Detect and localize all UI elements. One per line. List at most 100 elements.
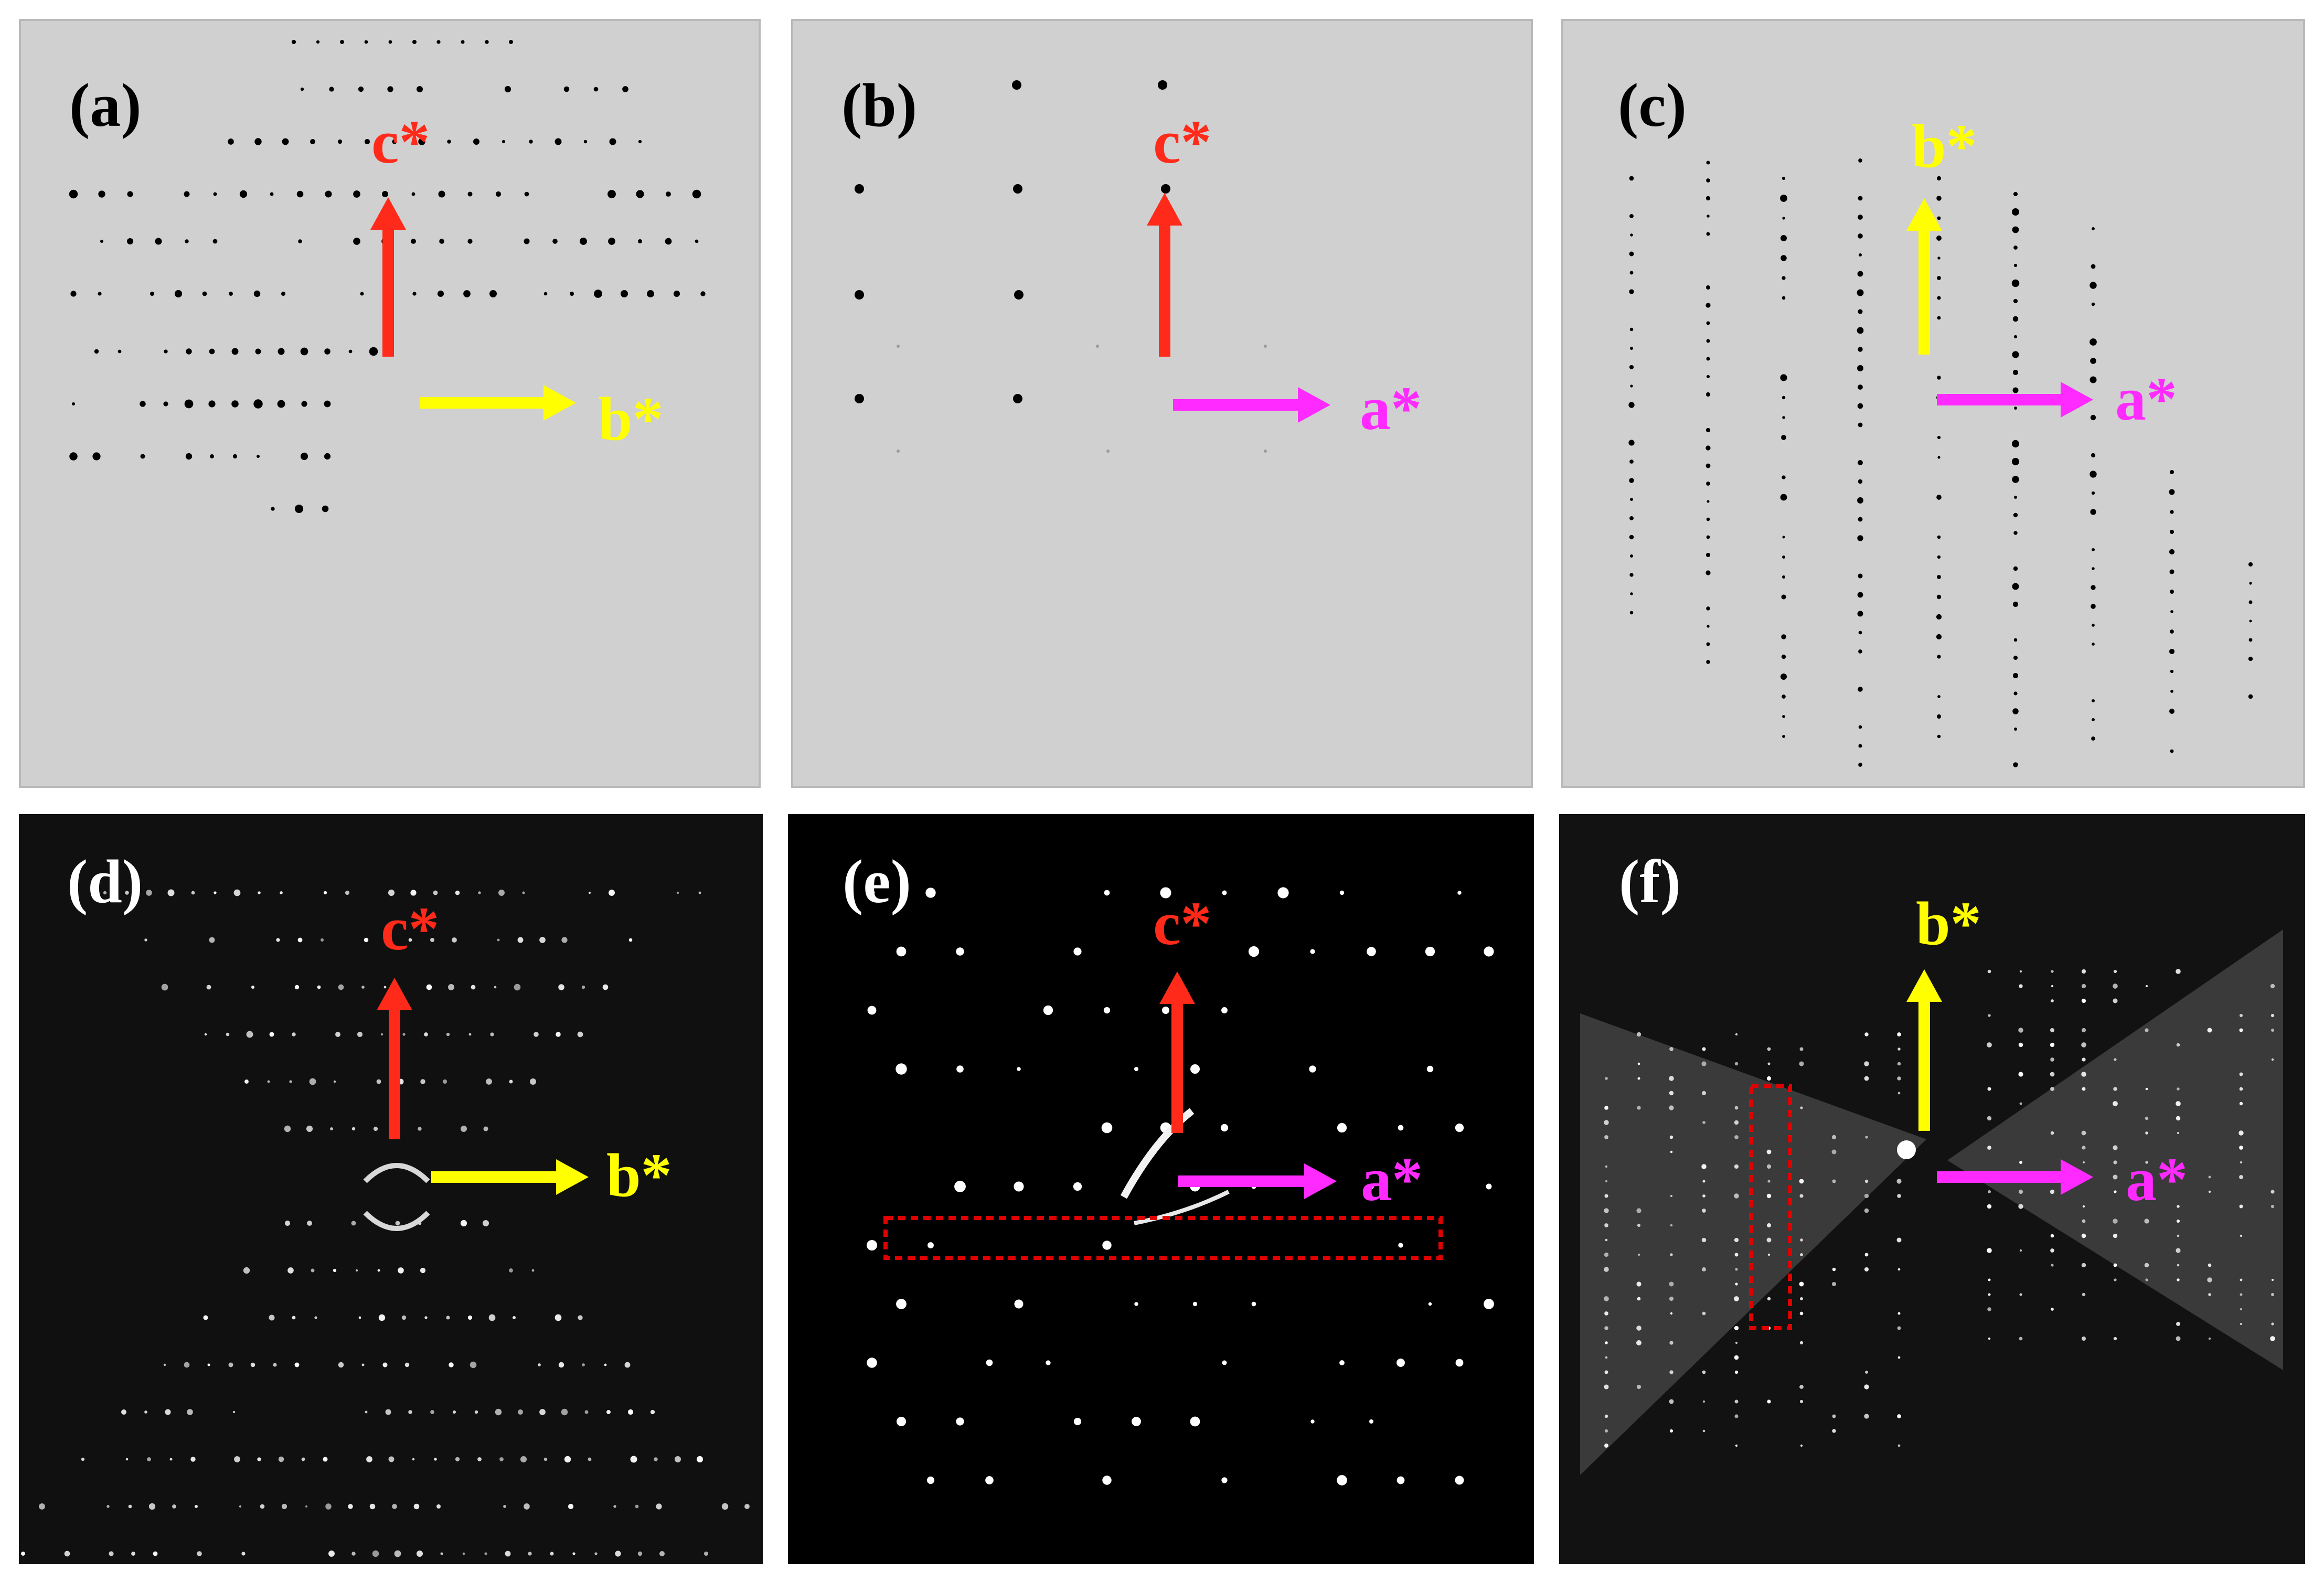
- diffraction-spot: [1670, 1253, 1673, 1256]
- diffraction-spot: [1221, 1007, 1228, 1013]
- diffraction-spot: [2248, 656, 2253, 661]
- diffraction-spot: [1864, 1384, 1869, 1389]
- diffraction-spot: [398, 1267, 404, 1274]
- diffraction-spot: [471, 985, 476, 990]
- diffraction-spot: [1630, 592, 1633, 595]
- diffraction-spot: [552, 239, 558, 244]
- diffraction-spot: [928, 1242, 934, 1248]
- diffraction-spot: [118, 349, 122, 354]
- diffraction-spot: [436, 40, 441, 44]
- diffraction-spot: [1857, 289, 1864, 296]
- diffraction-spot: [369, 347, 378, 356]
- diffraction-spot: [1734, 1355, 1739, 1360]
- a-axis-arrow-head: [1298, 387, 1330, 423]
- diffraction-spot: [324, 348, 331, 355]
- diffraction-spot: [2019, 1293, 2022, 1296]
- diffraction-spot: [1831, 1149, 1837, 1155]
- diffraction-spot: [1221, 1477, 1228, 1483]
- diffraction-spot: [1425, 946, 1435, 957]
- diffraction-spot: [1897, 1076, 1901, 1081]
- diffraction-spot: [954, 1181, 966, 1192]
- diffraction-spot: [70, 291, 77, 297]
- diffraction-spot: [1864, 1061, 1869, 1066]
- diffraction-spot: [467, 239, 473, 244]
- diffraction-spot: [273, 1363, 277, 1367]
- diffraction-spot: [615, 1551, 621, 1557]
- diffraction-spot: [1310, 949, 1315, 954]
- diffraction-spot: [1858, 479, 1863, 484]
- diffraction-spot: [1629, 554, 1634, 558]
- diffraction-spot: [1832, 1267, 1836, 1271]
- diffraction-spot: [2013, 191, 2018, 197]
- diffraction-spot: [867, 1006, 877, 1015]
- weak-diffraction-spot: [897, 345, 900, 348]
- diffraction-spot: [330, 1127, 333, 1130]
- diffraction-spot: [412, 1458, 415, 1461]
- weak-diffraction-spot: [1096, 345, 1099, 348]
- diffraction-spot: [604, 1363, 607, 1366]
- diffraction-spot: [2169, 549, 2175, 555]
- diffraction-spot: [1706, 660, 1710, 664]
- diffraction-spot: [1832, 1179, 1836, 1183]
- diffraction-spot: [1670, 1194, 1673, 1198]
- diffraction-spot: [244, 1079, 249, 1084]
- diffraction-spot: [348, 1504, 353, 1509]
- diffraction-spot: [246, 1031, 253, 1038]
- diffraction-spot: [1857, 271, 1863, 277]
- diffraction-spot: [1734, 1062, 1739, 1066]
- diffraction-spot: [1857, 535, 1863, 541]
- diffraction-spot: [323, 1457, 328, 1462]
- diffraction-spot: [498, 890, 505, 896]
- diffraction-spot: [2145, 1116, 2149, 1120]
- diffraction-spot: [478, 891, 481, 894]
- diffraction-spot: [956, 947, 964, 956]
- diffraction-spot: [147, 1457, 151, 1461]
- diffraction-spot: [1636, 1208, 1641, 1213]
- diffraction-spot: [2014, 496, 2017, 499]
- diffraction-spot: [2170, 629, 2174, 634]
- b-axis-arrow-head: [556, 1159, 589, 1195]
- diffraction-spot: [1604, 1414, 1608, 1418]
- diffraction-spot: [239, 190, 248, 198]
- diffraction-spot: [2207, 1028, 2212, 1033]
- diffraction-spot: [2081, 969, 2086, 974]
- diffraction-spot: [2271, 1293, 2274, 1296]
- diffraction-spot: [1637, 1223, 1641, 1227]
- diffraction-spot: [1604, 1311, 1608, 1316]
- diffraction-spot: [1705, 303, 1711, 308]
- diffraction-spot: [1013, 394, 1022, 403]
- diffraction-spot: [2090, 338, 2097, 346]
- diffraction-spot: [2013, 638, 2018, 642]
- diffraction-spot: [588, 1457, 592, 1461]
- diffraction-spot: [2012, 583, 2019, 590]
- diffraction-spot: [448, 984, 454, 990]
- diffraction-spot: [2240, 1161, 2243, 1164]
- diffraction-spot: [276, 938, 280, 942]
- diffraction-spot: [226, 1032, 230, 1036]
- highlight-box: [1749, 1084, 1792, 1330]
- diffraction-pattern-e: [866, 887, 1494, 1485]
- diffraction-spot: [692, 189, 701, 199]
- diffraction-spot: [524, 238, 530, 244]
- diffraction-spot: [1455, 1476, 1464, 1485]
- diffraction-spot: [1799, 1179, 1804, 1184]
- diffraction-spot: [1396, 1359, 1405, 1367]
- diffraction-spot: [2177, 1234, 2180, 1237]
- diffraction-spot: [2240, 1293, 2243, 1296]
- vertical-axis-label-a: c*: [371, 108, 430, 176]
- diffraction-spot: [2082, 1087, 2086, 1091]
- diffraction-spot: [2170, 610, 2173, 613]
- diffraction-spot: [2113, 1160, 2117, 1164]
- diffraction-spot: [1780, 494, 1787, 501]
- diffraction-spot: [2208, 1175, 2211, 1179]
- diffraction-spot: [2091, 453, 2096, 458]
- diffraction-spot: [1936, 594, 1942, 600]
- diffraction-spot: [1782, 715, 1785, 718]
- diffraction-spot: [1073, 1417, 1082, 1426]
- highlight-box: [883, 1216, 1443, 1260]
- diffraction-spot: [388, 889, 395, 896]
- diffraction-spot: [1630, 384, 1633, 388]
- diffraction-spot: [1858, 215, 1863, 220]
- diffraction-spot: [169, 1458, 173, 1461]
- diffraction-spot: [251, 985, 255, 989]
